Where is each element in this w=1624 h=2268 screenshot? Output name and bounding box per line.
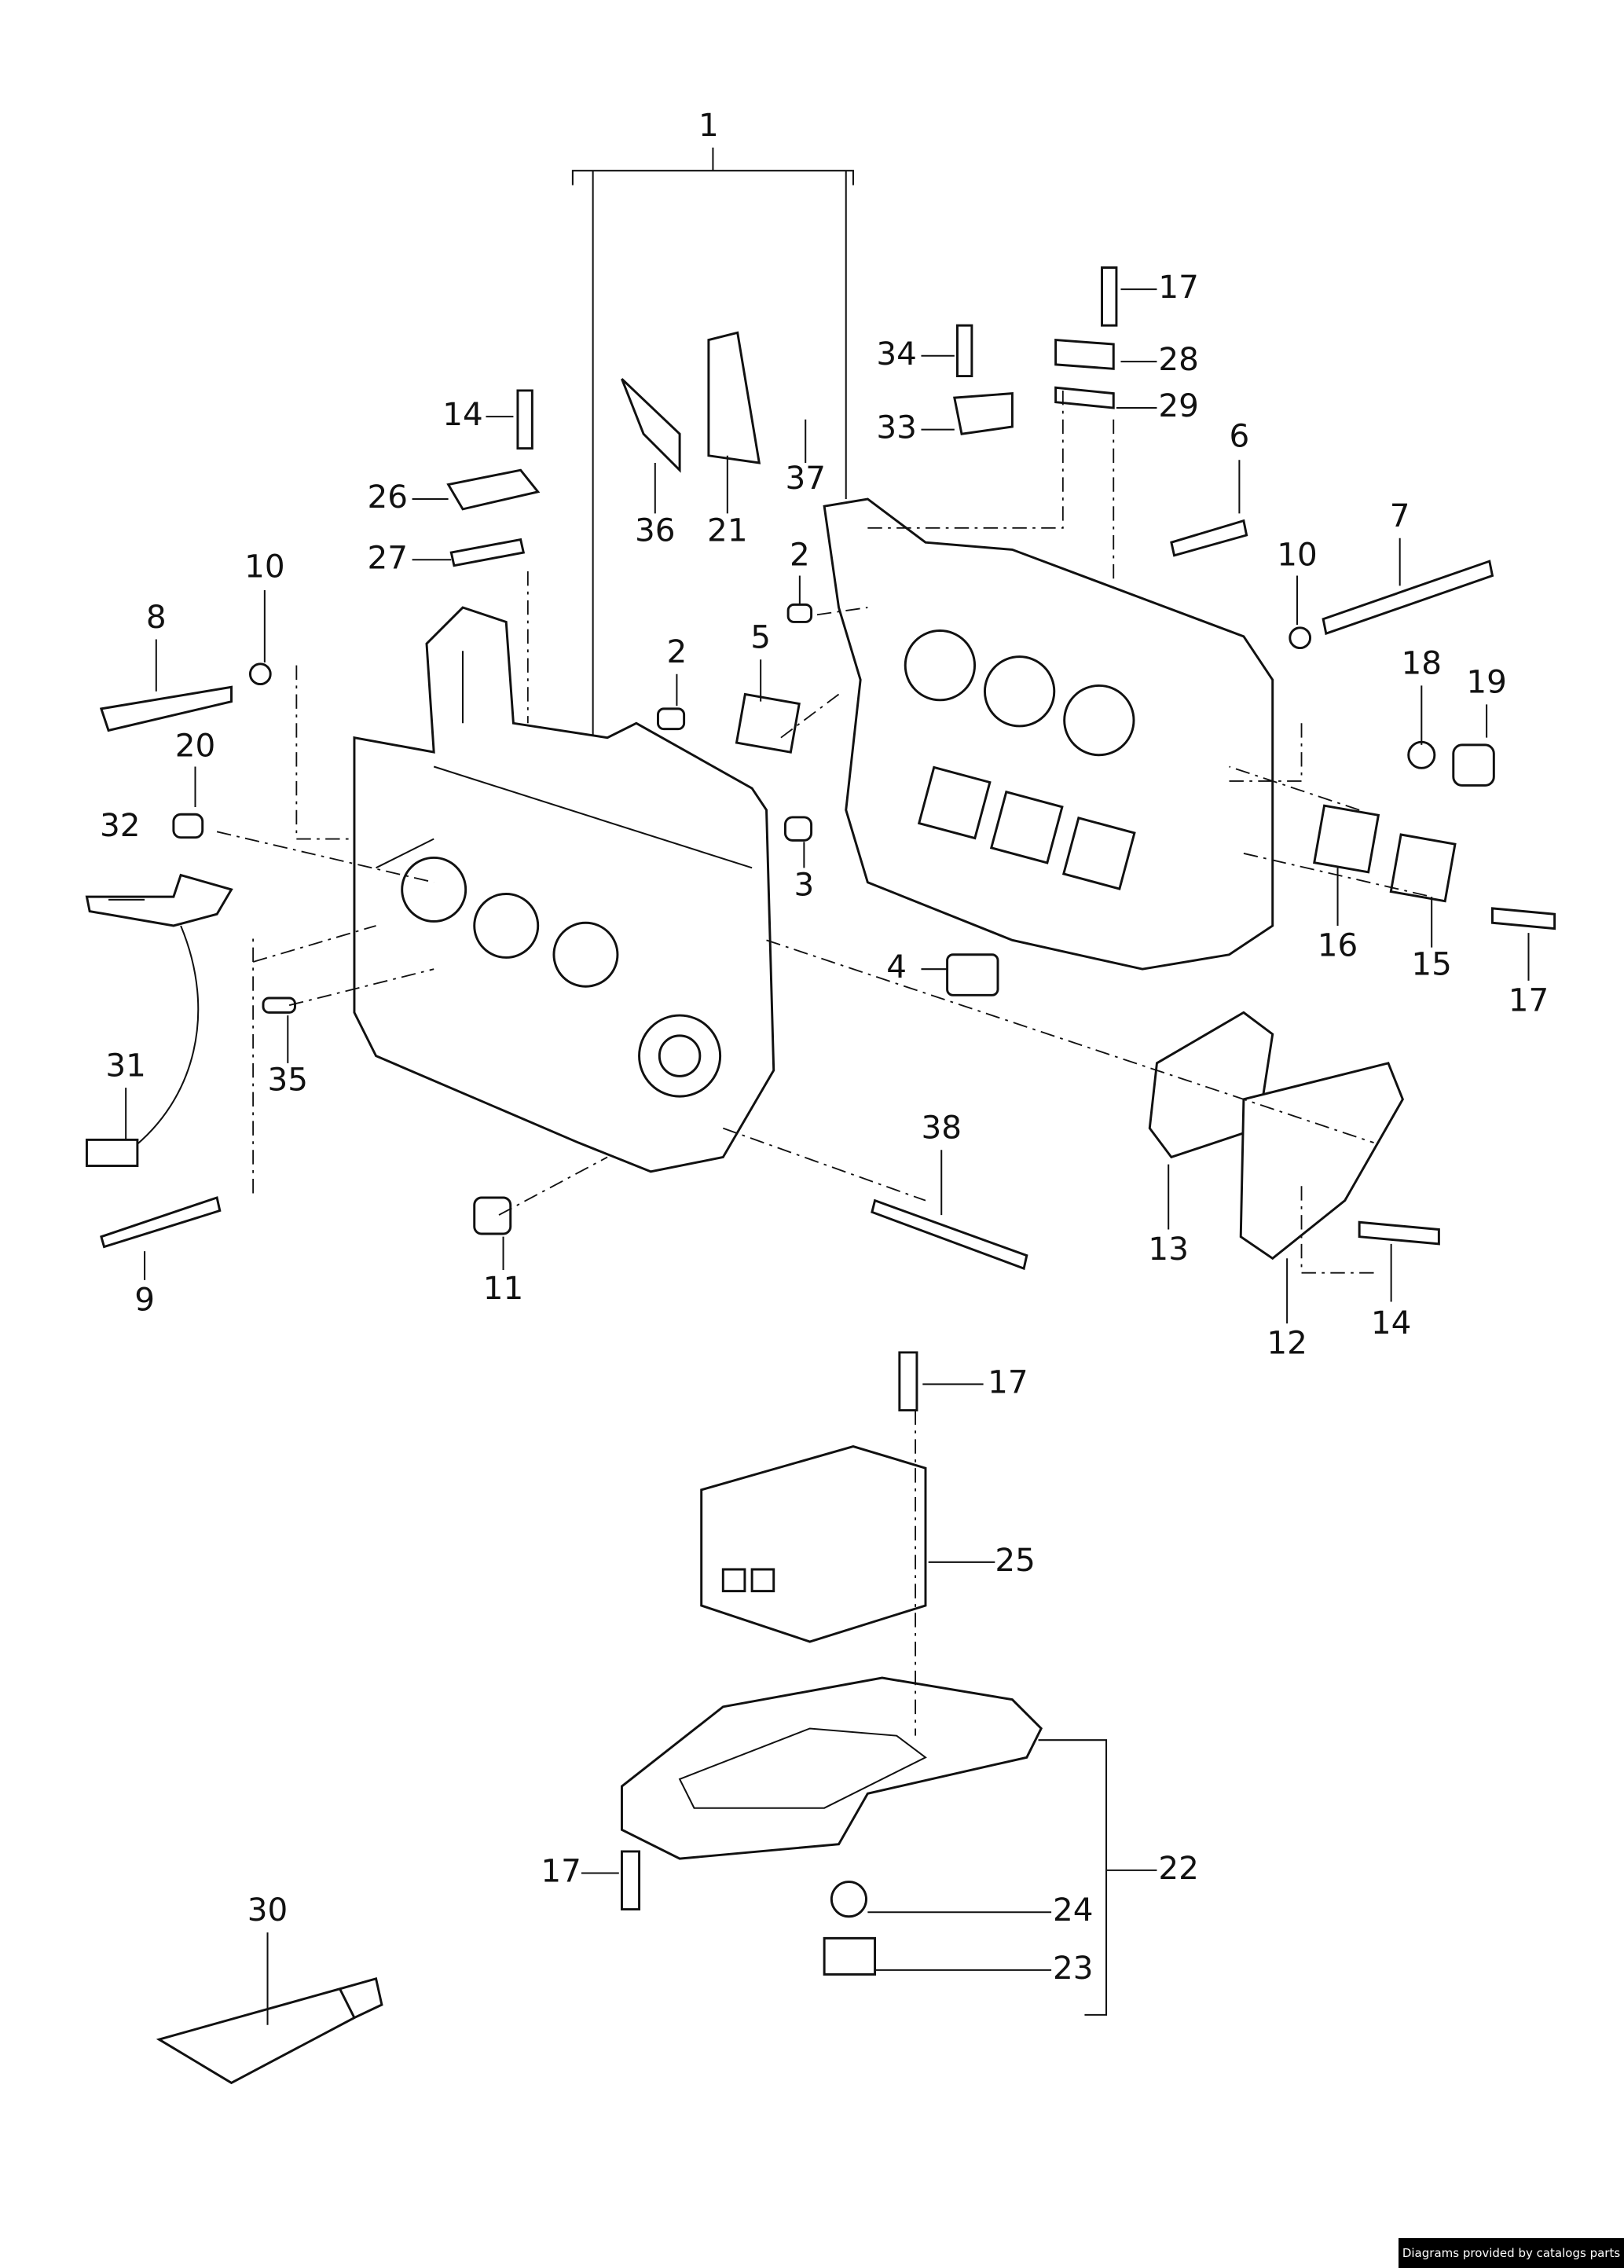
callout-8: 8 bbox=[146, 598, 167, 636]
callout-16: 16 bbox=[1318, 927, 1358, 964]
bracket-1 bbox=[571, 147, 854, 738]
crankcase-right-half bbox=[823, 497, 1274, 971]
callout-27: 27 bbox=[368, 538, 409, 576]
sealant-tube bbox=[156, 1977, 383, 2085]
callout-4: 4 bbox=[886, 948, 907, 985]
small-parts bbox=[85, 266, 1556, 1911]
callout-36: 36 bbox=[635, 511, 676, 549]
callout-17: 17 bbox=[988, 1363, 1028, 1400]
callout-14: 14 bbox=[442, 395, 483, 433]
callout-34: 34 bbox=[876, 335, 917, 372]
callout-10: 10 bbox=[244, 547, 285, 585]
callout-9: 9 bbox=[134, 1281, 155, 1319]
callout-5: 5 bbox=[750, 618, 771, 656]
callout-11: 11 bbox=[483, 1269, 524, 1307]
callout-24: 24 bbox=[1053, 1891, 1094, 1929]
callout-32: 32 bbox=[100, 806, 141, 844]
callout-10: 10 bbox=[1277, 536, 1318, 574]
callout-30: 30 bbox=[247, 1891, 288, 1929]
callout-35: 35 bbox=[268, 1061, 309, 1099]
callout-31: 31 bbox=[105, 1046, 146, 1084]
callout-1: 1 bbox=[698, 106, 719, 144]
credit-banner: Diagrams provided by catalogs parts bbox=[1399, 2238, 1624, 2268]
callout-6: 6 bbox=[1230, 417, 1250, 455]
callout-29: 29 bbox=[1158, 387, 1199, 424]
callout-38: 38 bbox=[921, 1108, 962, 1146]
callout-3: 3 bbox=[794, 865, 814, 903]
callout-17: 17 bbox=[1509, 982, 1549, 1019]
callout-18: 18 bbox=[1402, 644, 1443, 682]
callout-23: 23 bbox=[1053, 1949, 1094, 1987]
crankcase-left-half bbox=[353, 606, 775, 1173]
callout-14: 14 bbox=[1371, 1304, 1412, 1341]
baffle-cover bbox=[700, 1445, 927, 1643]
oil-pan-cover bbox=[620, 1676, 1043, 1860]
callout-17: 17 bbox=[541, 1852, 581, 1890]
callout-26: 26 bbox=[368, 478, 409, 516]
callout-20: 20 bbox=[175, 727, 216, 765]
callout-15: 15 bbox=[1411, 945, 1452, 982]
callout-21: 21 bbox=[707, 511, 748, 549]
callout-25: 25 bbox=[995, 1541, 1036, 1579]
callout-7: 7 bbox=[1390, 497, 1410, 534]
callout-33: 33 bbox=[876, 409, 917, 446]
callout-17: 17 bbox=[1158, 268, 1199, 306]
callout-13: 13 bbox=[1148, 1230, 1189, 1268]
callout-22: 22 bbox=[1158, 1849, 1199, 1887]
leader-lines bbox=[108, 288, 1530, 2025]
callout-2: 2 bbox=[667, 633, 687, 670]
callout-28: 28 bbox=[1158, 340, 1199, 378]
callout-2: 2 bbox=[790, 536, 810, 574]
callout-19: 19 bbox=[1466, 663, 1507, 701]
callout-37: 37 bbox=[785, 459, 826, 497]
callout-12: 12 bbox=[1267, 1324, 1307, 1362]
